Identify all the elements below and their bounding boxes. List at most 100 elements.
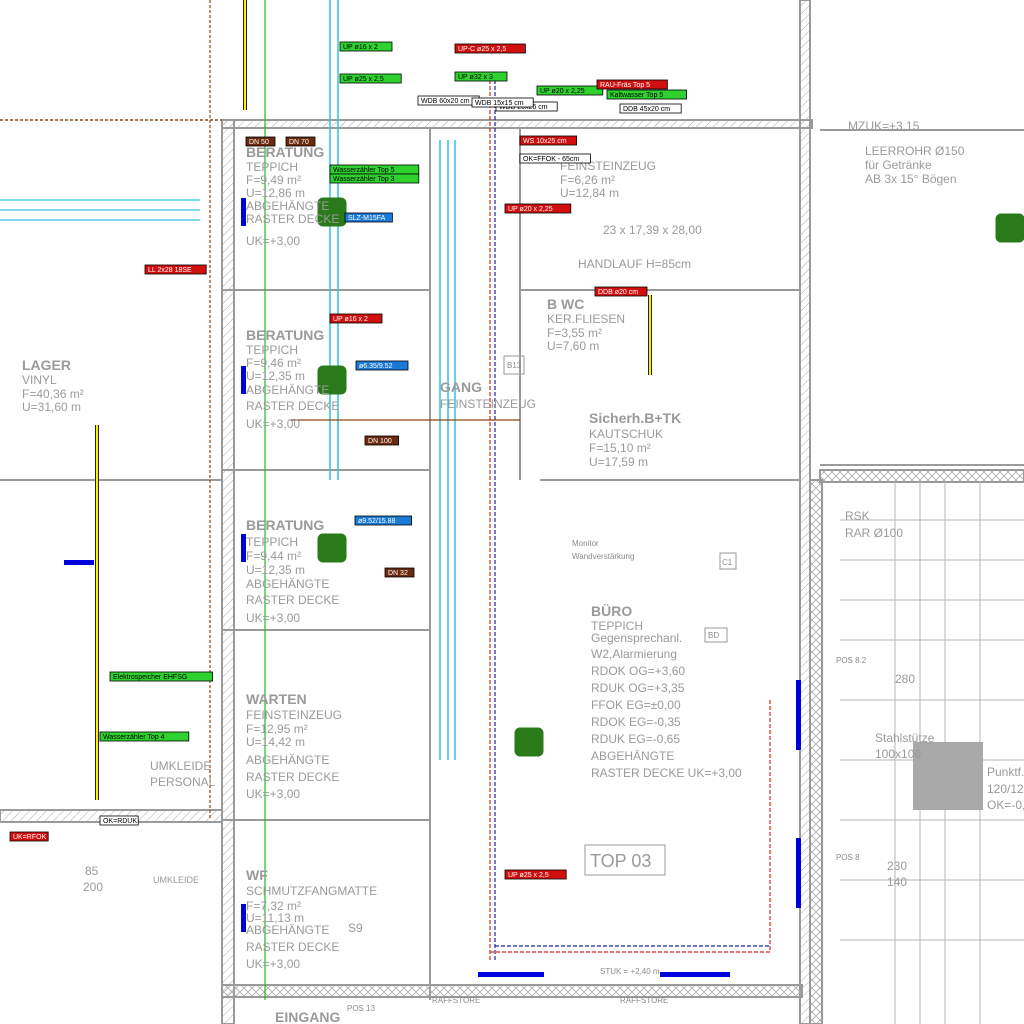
room-gang-floor: FEINSTEINZEUG: [440, 397, 536, 411]
pipe-tag-box: [454, 71, 508, 82]
pipe-tag-box: [504, 869, 567, 880]
window-s9: S9: [348, 921, 363, 935]
pipe-tag-box: [364, 435, 399, 446]
pipe-tag-box: [245, 136, 276, 147]
pipe-tag-box: [471, 97, 534, 108]
pipe-tag-box: [344, 212, 393, 223]
room-bwc-perimeter: U=7,60 m: [547, 339, 599, 353]
room-beratung1-perimeter: U=12,86 m: [246, 186, 305, 200]
pipe-tag-label: SLZ-M15FA: [348, 215, 386, 222]
room-buero-rduk-eg: RDUK EG=-0,65: [591, 732, 680, 746]
room-beratung2-name: BERATUNG: [246, 327, 324, 343]
pipe-tag-label: UP ø20 x 2,25: [508, 206, 553, 213]
point-foundation-size: 120/12: [987, 782, 1024, 796]
pipe-tag-box: [536, 85, 604, 96]
pipe-tag-label: WDB 15x15 cm: [475, 100, 524, 107]
pipe-tag-box: [596, 79, 668, 90]
pipe-tag-box: [285, 136, 316, 147]
pipe-tag-label: UP-C ø25 x 2,5: [458, 46, 506, 53]
room-umkleide-personal-sub: PERSONAL: [150, 775, 216, 789]
pipe-tag-box: [339, 41, 393, 52]
room-beratung1-uk: UK=+3,00: [246, 234, 300, 248]
room-beratung3-name: BERATUNG: [246, 517, 324, 533]
pipe-tag-label: ø6.35/9.52: [359, 363, 393, 370]
room-beratung3-uk: UK=+3,00: [246, 611, 300, 625]
room-warten-perimeter: U=14,42 m: [246, 735, 305, 749]
pipe-tag-label: UP ø32 x 3: [458, 74, 493, 81]
room-beratung3-perimeter: U=12,35 m: [246, 563, 305, 577]
pipe-tag-label: DDB ø20 cm: [598, 289, 638, 296]
stuk-label: STUK = +2,40 m: [600, 967, 660, 976]
room-beratung2-uk: UK=+3,00: [246, 417, 300, 431]
steel-column: [913, 742, 983, 810]
room-lager-floor: VINYL: [22, 373, 57, 387]
pipe-tag-box: [606, 89, 687, 100]
room-bwc-area: F=3,55 m²: [547, 326, 602, 340]
pipe-tag-label: UP ø25 x 2,5: [508, 872, 549, 879]
pipe-tag-box: [339, 73, 402, 84]
room-wf-uk: UK=+3,00: [246, 957, 300, 971]
room-beratung3-ceiling: ABGEHÄNGTE: [246, 577, 329, 591]
rsk-label: RSK: [845, 509, 870, 523]
room-warten-floor: FEINSTEINZEUG: [246, 708, 342, 722]
point-foundation-level: OK=-0,: [987, 798, 1024, 812]
handrail-label: HANDLAUF H=85cm: [578, 257, 691, 271]
bd-label: BD: [708, 631, 719, 640]
room-beratung2-ceiling2: RASTER DECKE: [246, 399, 339, 413]
pipe-tag-label: WDB 20x25 cm: [499, 104, 548, 111]
pipe-tag-label: RAU-Fräs Top 5: [600, 82, 650, 89]
room-sicherh-name: Sicherh.B+TK: [589, 410, 681, 426]
room-beratung1-floor: TEPPICH: [246, 160, 298, 174]
pipe-tag-label: Kaltwasser Top 5: [610, 92, 663, 99]
pipe-tag-label: WDB 60x20 cm: [421, 98, 470, 105]
room-beratung2-perimeter: U=12,35 m: [246, 369, 305, 383]
pipe-tag-label: OK=RDUK: [103, 818, 137, 825]
pipe-tag-box: [454, 43, 526, 54]
pipe-tag-box: [329, 313, 383, 324]
pipe-tag-label: UP ø20 x 2,25: [540, 88, 585, 95]
room-gang-name: GANG: [440, 379, 482, 395]
pipe-tag-box: [384, 567, 415, 578]
room-buero-name: BÜRO: [591, 603, 632, 619]
pipe-tag-box: [619, 103, 682, 114]
pipe-tag-label: UK=RFOK: [13, 834, 47, 841]
pipe-tag-label: UP ø16 x 2: [343, 44, 378, 51]
pos13-label: POS 13: [347, 1004, 376, 1013]
pipe-tag-box: [9, 831, 49, 842]
room-buero-floor: TEPPICH: [591, 619, 643, 633]
room-warten-ceiling: ABGEHÄNGTE: [246, 753, 329, 767]
radiators: [64, 198, 801, 977]
room-beratung1-area: F=9,49 m²: [246, 173, 301, 187]
room-buero-rduk-og: RDUK OG=+3,35: [591, 681, 685, 695]
pipe-tag-box: [504, 203, 572, 214]
pipe-tag-box: [109, 671, 213, 682]
room-stair-area: F=6,26 m²: [560, 173, 615, 187]
steel-column-label: Stahlstütze: [875, 731, 935, 745]
pipe-tag-box: [355, 360, 409, 371]
pos82-label: POS 8.2: [836, 656, 867, 665]
pipe-tag-label: UP ø25 x 2,5: [343, 76, 384, 83]
c1-label: C1: [722, 558, 733, 567]
pipes: [0, 0, 771, 1000]
pipe-tag-box: [99, 815, 139, 826]
pipe-tag-box: [99, 731, 190, 742]
room-wf-ceiling2: RASTER DECKE: [246, 940, 339, 954]
pipe-tag-box: [354, 515, 412, 526]
raffstore-label-1: RAFFSTORE: [432, 996, 480, 1005]
pipe-tag-label: DN 50: [249, 139, 269, 146]
monitor-label: Monitor: [572, 539, 599, 548]
pipe-tag-label: Wasserzähler Top 4: [103, 734, 165, 741]
room-sicherh-perimeter: U=17,59 m: [589, 455, 648, 469]
room-lager-area: F=40,36 m²: [22, 387, 84, 401]
mzuk-label: MZUK=+3,15: [848, 119, 920, 133]
room-sicherh-area: F=15,10 m²: [589, 441, 651, 455]
room-buero-intercom: Gegensprechanl.: [591, 631, 682, 645]
point-foundation-label: Punktf.: [987, 765, 1024, 779]
stair-dimension: 23 x 17,39 x 28,00: [603, 223, 702, 237]
pipe-tag-label: DN 32: [388, 570, 408, 577]
room-buero-ceiling: ABGEHÄNGTE: [591, 749, 674, 763]
pos8-label: POS 8: [836, 853, 860, 862]
room-bwc-name: B WC: [547, 296, 584, 312]
room-wf-area: F=7,32 m²: [246, 899, 301, 913]
